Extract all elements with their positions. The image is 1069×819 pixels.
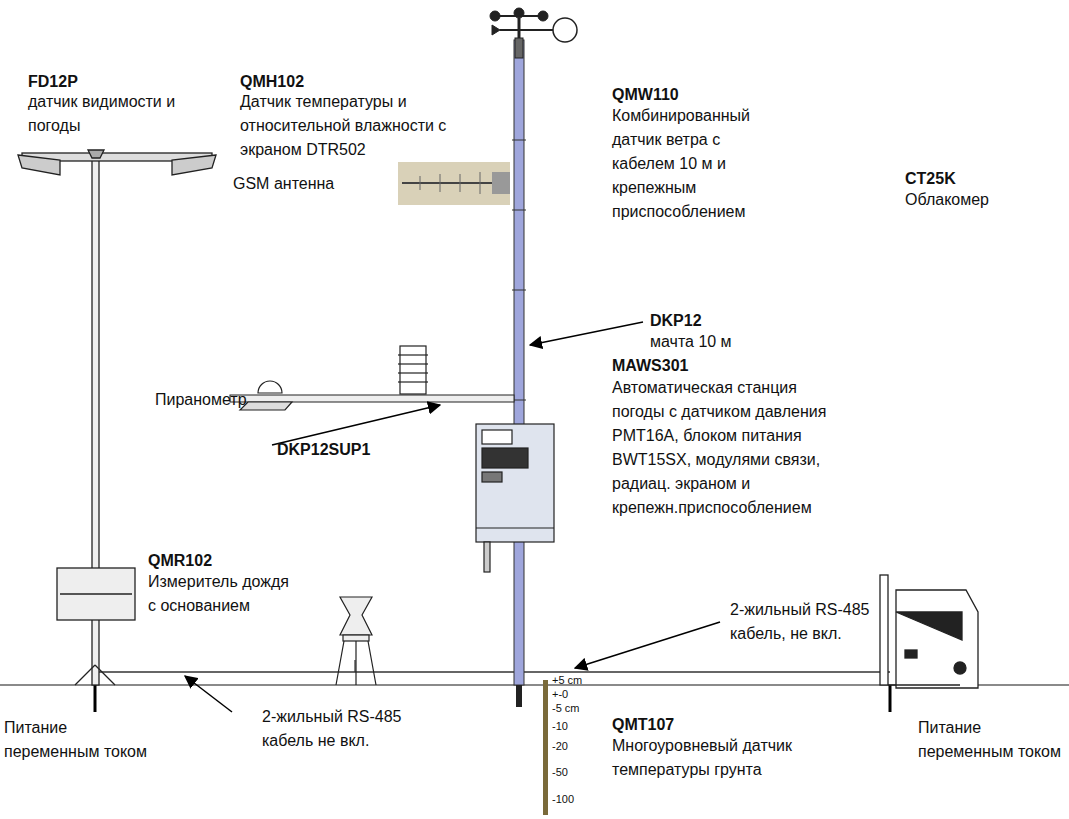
part-description: мачта 10 м (650, 330, 732, 354)
maws-enclosure (476, 424, 554, 572)
humidity-screen (398, 346, 428, 394)
depth-mark: -10 (552, 720, 568, 732)
part-description: Автоматическая станция погоды с датчиком… (612, 376, 847, 520)
soil-probe (543, 680, 548, 815)
part-description: Облакомер (905, 188, 989, 212)
sensor-boom (230, 395, 514, 402)
part-code: DKP12 (650, 312, 702, 330)
depth-mark: -50 (552, 766, 568, 778)
cable-note: 2-жильный RS-485 кабель не вкл. (262, 705, 412, 753)
depth-mark: -5 cm (552, 702, 580, 714)
power-feed (889, 685, 892, 712)
part-code: MAWS301 (612, 357, 688, 375)
depth-mark: +-0 (552, 688, 568, 700)
part-description: Измеритель дождя с основанием (148, 570, 298, 618)
ceilometer (880, 575, 978, 688)
depth-mark: -20 (552, 740, 568, 752)
part-name: GSM антенна (233, 172, 334, 196)
part-description: Многоуровневый датчик температуры грунта (612, 734, 827, 782)
part-description: Датчик температуры и относительной влажн… (240, 90, 455, 162)
power-note: Питание переменным током (918, 716, 1063, 764)
part-code: QMR102 (148, 552, 212, 570)
part-code: QMW110 (612, 86, 679, 104)
part-description: датчик видимости и погоды (28, 90, 178, 138)
part-code: FD12P (28, 73, 78, 91)
gsm-antenna (398, 162, 510, 205)
depth-mark: -100 (552, 793, 574, 805)
part-description: Комбинированный датчик ветра с кабелем 1… (612, 104, 777, 224)
power-feed (94, 685, 97, 712)
depth-mark: +5 cm (552, 674, 582, 686)
mast (512, 40, 526, 707)
rs485-cable (520, 671, 890, 673)
wind-sensor (490, 8, 577, 58)
rs485-cable (95, 671, 520, 673)
part-name: Пиранометр (155, 388, 247, 412)
part-code: QMT107 (612, 716, 674, 734)
power-note: Питание переменным током (4, 716, 149, 764)
part-code: DKP12SUP1 (277, 441, 370, 459)
part-code: CT25K (905, 170, 956, 188)
rain-gauge (336, 597, 376, 685)
part-code: QMH102 (240, 73, 304, 91)
pyranometer (240, 381, 292, 410)
cable-note: 2-жильный RS-485 кабель, не вкл. (730, 598, 880, 646)
